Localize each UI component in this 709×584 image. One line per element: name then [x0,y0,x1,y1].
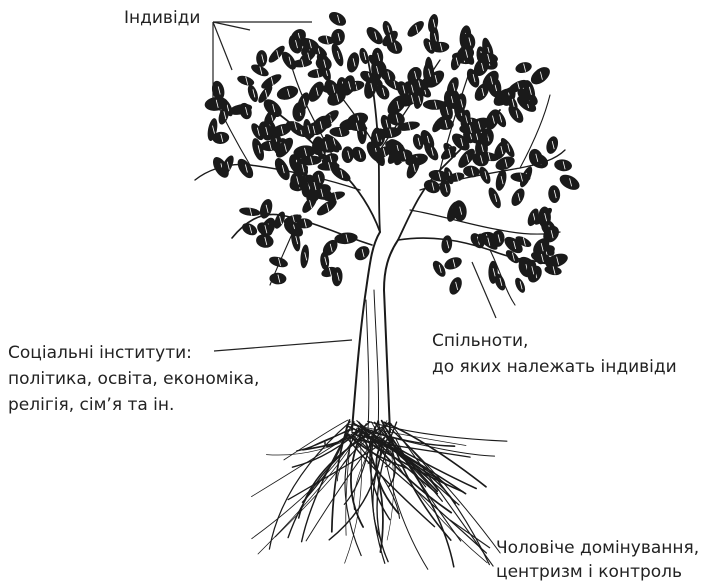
root-strand [394,432,489,564]
leaf [488,261,497,284]
leaf [462,165,480,179]
leaf [538,207,551,228]
leaf [256,50,267,67]
leaf [557,172,582,193]
leaf [447,275,464,296]
label-institutions: Соціальні інститути: політика, освіта, е… [8,340,259,418]
institutions-line-1: Соціальні інститути: [8,340,259,366]
leaf [237,101,254,121]
leaf [440,235,453,254]
leaf [430,259,448,279]
leaf [268,255,289,270]
leaf [342,146,354,163]
leaf [334,232,358,245]
leaf [329,42,346,67]
root-strand [284,420,348,460]
communities-line-1: Спільноти, [432,328,677,354]
institutions-line-3: релігія, сім’я та ін. [8,392,259,418]
leaf [443,255,464,272]
leaf [405,18,427,39]
tree-roots [252,420,507,569]
institutions-line-2: політика, освіта, економіка, [8,366,259,392]
leaf [509,186,527,208]
leaf [275,83,300,102]
leaf [299,244,310,269]
leaf [345,51,361,74]
individuals-leader-4 [213,22,232,70]
tree-leaves [204,9,582,296]
leaf [352,243,372,263]
label-communities: Спільноти, до яких належать індивіди [432,328,677,380]
leaf [235,156,257,181]
leaf [240,221,259,238]
leaf [544,135,560,155]
communities-line-2: до яких належать індивіди [432,354,677,380]
label-individuals: Індивіди [124,6,200,30]
leaf [548,185,561,204]
roots-line-1: Чоловіче домінування, [496,536,699,560]
leaf [514,61,533,75]
leaf [269,272,287,284]
leaf [513,276,527,294]
leaf [327,9,349,29]
leaf [246,83,260,103]
leaf [330,28,347,47]
leaf [236,74,255,88]
label-roots: Чоловіче домінування, центризм і контрол… [496,536,699,584]
individuals-text: Індивіди [124,6,200,30]
leaf [553,158,572,172]
roots-line-2: центризм і контроль [496,560,699,584]
individuals-leader-2 [213,22,250,30]
